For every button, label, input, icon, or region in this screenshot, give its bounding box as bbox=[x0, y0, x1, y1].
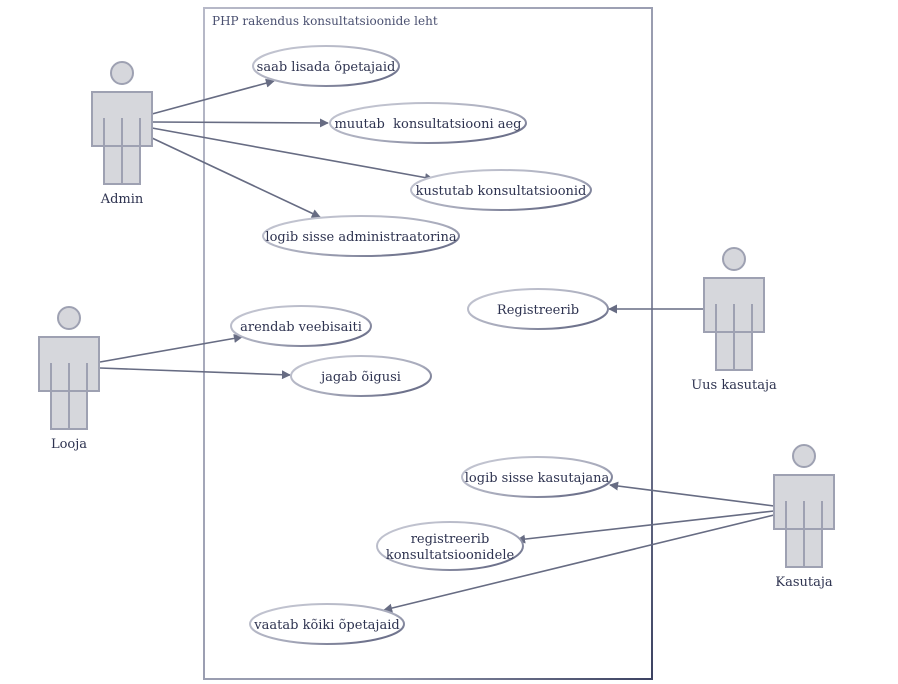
actor-label: Admin bbox=[100, 192, 144, 207]
assoc-kasutaja-registreerib bbox=[516, 510, 775, 544]
use-case-label-line1: registreerib bbox=[411, 532, 490, 547]
actor-looja: Looja bbox=[38, 306, 100, 452]
associations bbox=[99, 78, 775, 613]
use-case-vaatab: vaatab kõiki õpetajaid bbox=[249, 603, 405, 645]
use-case-arendab: arendab veebisaiti bbox=[230, 305, 372, 347]
actor-label: Looja bbox=[51, 437, 87, 452]
use-case-label: logib sisse kasutajana bbox=[465, 471, 610, 486]
use-case-saab-lisada: saab lisada õpetajaid bbox=[252, 45, 400, 87]
stick-figure-icon bbox=[703, 247, 765, 371]
actor-label: Kasutaja bbox=[775, 575, 833, 590]
use-case-label: vaatab kõiki õpetajaid bbox=[253, 618, 399, 633]
use-case-label: arendab veebisaiti bbox=[240, 320, 362, 335]
assoc-admin-logib bbox=[151, 137, 321, 218]
assoc-admin-saab-lisada bbox=[151, 78, 275, 115]
use-case-kustutab: kustutab konsultatsioonid bbox=[410, 169, 592, 211]
use-case-label: logib sisse administraatorina bbox=[265, 230, 456, 245]
stick-figure-icon bbox=[91, 61, 153, 185]
use-case-registreerib: Registreerib bbox=[467, 288, 609, 330]
assoc-admin-kustutab bbox=[151, 127, 434, 182]
use-case-muutab: muutab konsultatsiooni aeg bbox=[329, 102, 527, 144]
assoc-looja-jagab bbox=[99, 367, 291, 380]
actor-admin: Admin bbox=[91, 61, 153, 207]
use-case-label: muutab konsultatsiooni aeg bbox=[334, 117, 521, 132]
system-title: PHP rakendus konsultatsioonide leht bbox=[212, 14, 438, 28]
use-case-label: saab lisada õpetajaid bbox=[257, 60, 396, 75]
use-case-label: Registreerib bbox=[497, 303, 579, 318]
assoc-admin-muutab bbox=[151, 118, 329, 128]
actor-label: Uus kasutaja bbox=[691, 378, 777, 393]
use-case-jagab: jagab õigusi bbox=[290, 355, 432, 397]
assoc-kasutaja-vaatab bbox=[383, 514, 775, 613]
use-case-logib-admin: logib sisse administraatorina bbox=[262, 215, 460, 257]
actor-kasutaja: Kasutaja bbox=[773, 444, 835, 590]
assoc-looja-arendab bbox=[99, 333, 243, 363]
use-case-logib-kasutaja: logib sisse kasutajana bbox=[461, 456, 613, 498]
use-case-label: jagab õigusi bbox=[319, 370, 401, 385]
assoc-kasutaja-logib bbox=[609, 481, 775, 507]
stick-figure-icon bbox=[773, 444, 835, 568]
use-case-label-line2: konsultatsioonidele bbox=[386, 548, 515, 563]
stick-figure-icon bbox=[38, 306, 100, 430]
use-case-label: kustutab konsultatsioonid bbox=[416, 184, 587, 199]
use-case-registreerib-konsultatsioonidele: registreerib konsultatsioonidele bbox=[376, 521, 524, 571]
actor-uus-kasutaja: Uus kasutaja bbox=[691, 247, 777, 393]
